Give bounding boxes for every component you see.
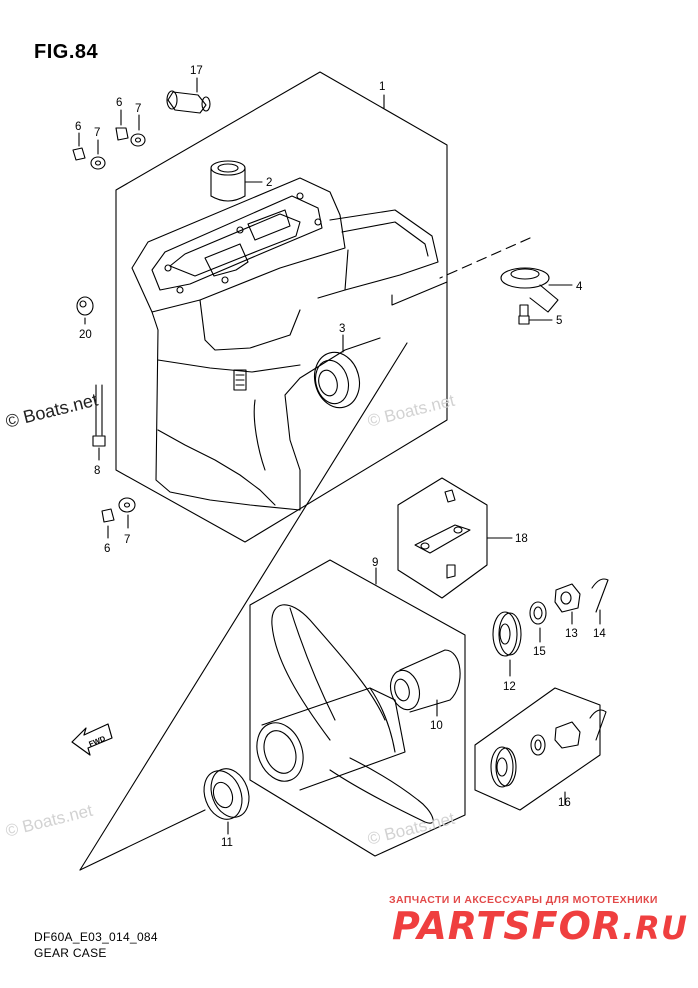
fwd-arrow-icon: FWD (71, 723, 113, 756)
logo-main: PARTSFOR (392, 904, 623, 948)
callout-18: 18 (515, 533, 528, 545)
castle-nut-part-13 (554, 583, 581, 625)
cap-part-20 (76, 296, 94, 325)
stud-bolt-part-8 (92, 384, 106, 461)
callout-16: 16 (558, 797, 571, 809)
callout-5: 5 (556, 315, 562, 327)
callout-12: 12 (503, 681, 516, 693)
anode-part-4 (500, 267, 573, 313)
washer-part-7-lower (118, 497, 136, 529)
cotter-pin-part-14 (591, 578, 609, 625)
nut-kit-outline (474, 687, 601, 811)
banner-subtitle: ЗАПЧАСТИ И АКСЕССУАРЫ ДЛЯ МОТОТЕХНИКИ (389, 894, 658, 906)
guide-dashed-line (439, 237, 531, 279)
washer-part-15 (529, 601, 547, 643)
callout-15: 15 (533, 646, 546, 658)
callout-7-left: 7 (94, 127, 100, 139)
logo-tld: .RU (622, 909, 688, 947)
callout-7-lower: 7 (124, 534, 130, 546)
washer-part-7-left (90, 139, 106, 170)
guide-line-bottom (79, 809, 206, 871)
callout-7-upper: 7 (135, 103, 141, 115)
callout-14: 14 (593, 628, 606, 640)
thrust-washer-part-12 (492, 611, 522, 677)
callout-2: 2 (266, 177, 272, 189)
partsfor-logo: PARTSFOR.RU (392, 904, 688, 948)
gear-case-assembly-outline (115, 71, 448, 543)
callout-13: 13 (565, 628, 578, 640)
callout-17: 17 (190, 65, 203, 77)
figure-title: FIG.84 (34, 41, 99, 63)
bushing-part-2 (210, 160, 263, 202)
oil-seal-part-3 (313, 334, 361, 409)
callout-4: 4 (576, 281, 583, 293)
spacer-part-10 (389, 649, 461, 717)
callout-11: 11 (221, 837, 233, 849)
stopper-part-11 (203, 768, 250, 835)
callout-8: 8 (94, 465, 100, 477)
callout-6-lower: 6 (104, 543, 110, 555)
callout-6-left: 6 (75, 121, 81, 133)
callout-3: 3 (339, 323, 345, 335)
washer-part-7-upper (130, 114, 146, 147)
propeller-part-9 (256, 567, 434, 824)
guide-line-left (79, 342, 408, 871)
guide-short-line (391, 281, 448, 306)
propeller-assembly-outline (249, 559, 466, 857)
callout-9: 9 (372, 557, 378, 569)
bolt-kit-part-18 (414, 489, 513, 579)
bolt-kit-outline (397, 477, 488, 599)
figure-name: GEAR CASE (34, 946, 107, 960)
callout-20: 20 (79, 329, 92, 341)
nut-kit-part-16 (490, 709, 607, 806)
callout-1: 1 (379, 81, 385, 93)
gear-case-body (131, 177, 439, 511)
bolt-part-6-lower (101, 508, 115, 539)
callout-6-upper: 6 (116, 97, 122, 109)
bolt-part-6-left (72, 132, 86, 161)
plug-part-17 (166, 77, 211, 114)
figure-code: DF60A_E03_014_084 (34, 930, 158, 944)
callout-10: 10 (430, 720, 443, 732)
bolt-part-5 (518, 304, 553, 325)
bolt-part-6-upper (115, 109, 129, 141)
